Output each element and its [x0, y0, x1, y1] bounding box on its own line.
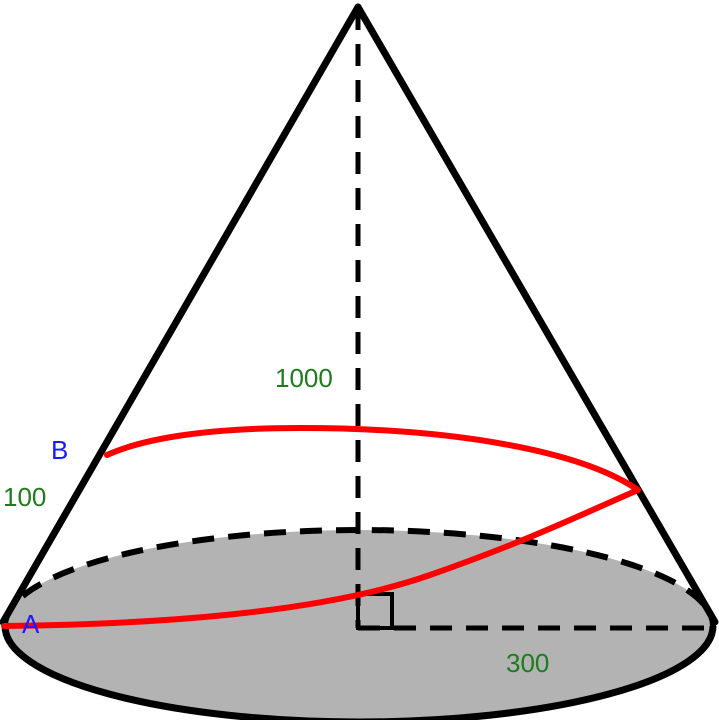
point-a-label: A: [22, 609, 40, 639]
left-slant-edge: [0, 3, 362, 626]
base-back-edge: [2, 527, 716, 627]
shortest-path: [1, 425, 641, 629]
base-front-edge: [1, 625, 717, 720]
radius-label: 300: [506, 648, 549, 678]
right-slant-edge: [354, 3, 719, 626]
segment-label: 100: [3, 482, 46, 512]
point-b-label: B: [51, 435, 68, 465]
height-label: 1000: [275, 363, 333, 393]
